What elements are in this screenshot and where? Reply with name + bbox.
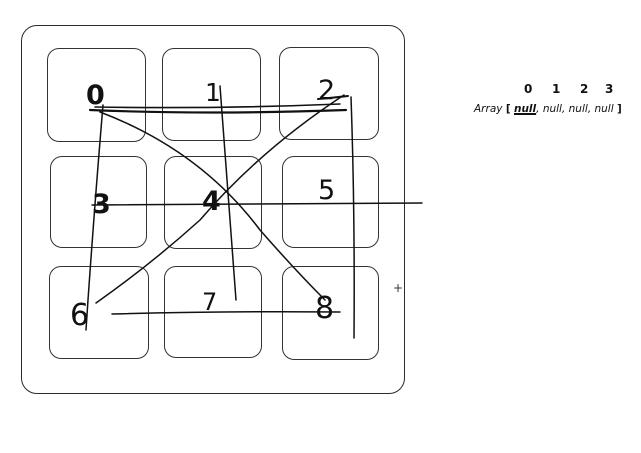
array-index-3: 3 xyxy=(605,82,614,96)
array-value-0: null xyxy=(513,103,537,115)
cell-digit-6: 6 xyxy=(70,298,90,333)
cell-digit-3: 3 xyxy=(92,189,111,220)
array-open-bracket: [ xyxy=(505,103,511,115)
array-close-bracket: ] xyxy=(617,103,622,115)
tic-tac-toe-board xyxy=(21,25,405,394)
array-value-1: null xyxy=(542,103,562,115)
cell-digit-7: 7 xyxy=(202,288,218,316)
array-index-0: 0 xyxy=(524,82,533,96)
cell-digit-8: 8 xyxy=(315,291,335,326)
cell-digit-1: 1 xyxy=(205,78,221,107)
cell-digit-4: 4 xyxy=(202,186,221,217)
crosshair-icon: + xyxy=(393,281,404,295)
array-value-2: null xyxy=(568,103,588,115)
cell-6[interactable] xyxy=(49,266,149,359)
cell-digit-5: 5 xyxy=(318,175,336,206)
array-label: Array xyxy=(474,103,503,115)
array-index-2: 2 xyxy=(580,82,589,96)
cell-digit-0: 0 xyxy=(86,80,105,111)
array-index-1: 1 xyxy=(552,82,561,96)
cell-digit-2: 2 xyxy=(318,75,336,106)
array-annotation: Array [ null, null, null, null ] xyxy=(474,103,622,115)
array-value-3: null xyxy=(594,103,614,115)
